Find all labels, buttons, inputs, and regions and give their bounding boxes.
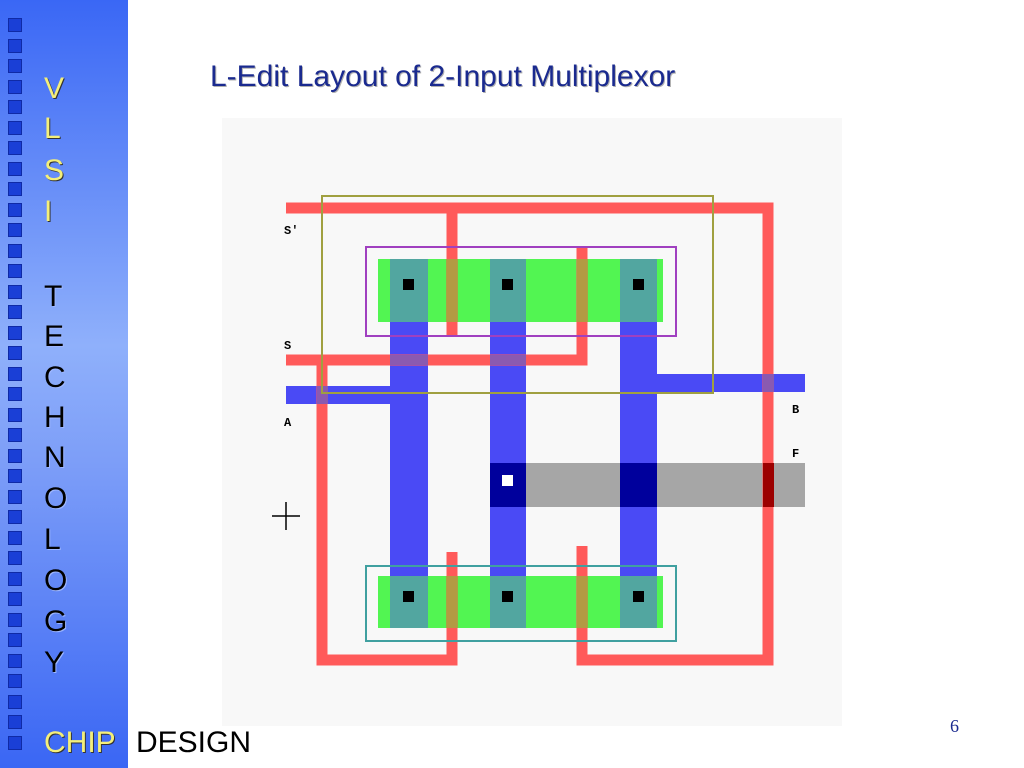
bullet-square — [8, 346, 22, 360]
bullet-square — [8, 571, 22, 586]
bullet-square — [8, 161, 22, 176]
bullet-square — [8, 530, 22, 545]
tech-letter-o: O — [44, 482, 68, 515]
tech-letter-e: E — [44, 320, 65, 353]
metal-input-a — [286, 386, 428, 404]
bullet-square — [8, 18, 22, 32]
tech-letter-o2: O — [44, 564, 68, 597]
tech-letter-n: N — [44, 441, 66, 474]
slide-title: L-Edit Layout of 2-Input Multiplexor — [210, 60, 676, 93]
vlsi-letter-v: V — [44, 72, 65, 105]
poly-metal-cross-1 — [390, 355, 428, 365]
tech-letter-h: H — [44, 401, 66, 434]
bullet-square — [8, 79, 22, 94]
bullet-square — [8, 243, 22, 258]
via-contact — [502, 475, 513, 486]
label-b: B — [792, 403, 799, 417]
bullet-square — [8, 715, 22, 729]
label-f: F — [792, 447, 799, 461]
vlsi-letter-i: I — [44, 195, 53, 228]
bullet-square — [8, 182, 22, 196]
label-s-bar: S' — [284, 224, 298, 238]
tech-letter-c: C — [44, 361, 66, 394]
bullet-square — [8, 264, 22, 278]
bullet-square — [8, 694, 22, 709]
bullet-square — [8, 366, 22, 381]
bullet-square — [8, 387, 22, 401]
vlsi-letter-s: S — [44, 154, 65, 187]
bullet-square — [8, 592, 22, 606]
bullet-square — [8, 735, 22, 750]
bullet-square — [8, 120, 22, 135]
gate-overlap-4 — [577, 576, 588, 628]
bullet-square — [8, 551, 22, 565]
contact-cell-top-middle — [490, 259, 526, 322]
contact-top-right — [633, 279, 644, 290]
contact-bottom-right — [633, 591, 644, 602]
bullet-square — [8, 223, 22, 237]
bullet-square — [8, 305, 22, 319]
bullet-square — [8, 633, 22, 647]
tech-letter-t: T — [44, 280, 63, 313]
label-a: A — [284, 416, 292, 430]
nselect-outline — [365, 565, 677, 642]
via-right — [620, 463, 657, 507]
poly-metal-cross-2 — [490, 355, 526, 365]
sidebar: V L S I T E C H N O L O G Y — [0, 0, 128, 768]
bullet-square — [8, 284, 22, 299]
bullet-square — [8, 141, 22, 155]
bullet-square — [8, 448, 22, 463]
tech-letter-g: G — [44, 605, 68, 638]
bullet-square — [8, 653, 22, 668]
bullet-square — [8, 489, 22, 504]
bullet-square — [8, 407, 22, 422]
bullet-square — [8, 325, 22, 340]
vlsi-letter-l: L — [44, 112, 61, 145]
contact-bottom-left — [403, 591, 414, 602]
crosshair-icon — [272, 502, 300, 530]
contact-top-left — [403, 279, 414, 290]
poly-output-cross — [763, 463, 774, 507]
bullet-square — [8, 469, 22, 483]
contact-cell-top-right — [620, 259, 657, 322]
poly-metal-cross-4 — [763, 374, 774, 392]
footer-chip-text: CHIP — [44, 726, 116, 759]
page-number: 6 — [950, 716, 959, 736]
contact-bottom-middle — [502, 591, 513, 602]
label-s: S — [284, 339, 291, 353]
contact-top-middle — [502, 279, 513, 290]
tech-letter-y: Y — [44, 646, 65, 679]
bullet-square — [8, 202, 22, 217]
nwell-outline — [321, 195, 714, 394]
contact-cell-top-left — [390, 259, 428, 322]
pselect-outline — [365, 246, 677, 337]
bullet-column — [8, 18, 26, 756]
bullet-square — [8, 510, 22, 524]
gate-overlap-3 — [446, 576, 458, 628]
bullet-square — [8, 674, 22, 688]
gate-overlap-2 — [577, 259, 588, 322]
footer-design-text: DESIGN — [136, 726, 252, 759]
gate-overlap-1 — [446, 259, 458, 322]
bullet-square — [8, 100, 22, 114]
bullet-square — [8, 612, 22, 627]
bullet-square — [8, 428, 22, 442]
bullet-square — [8, 38, 22, 53]
bullet-square — [8, 59, 22, 73]
poly-metal-cross-3 — [317, 386, 328, 404]
tech-letter-l: L — [44, 523, 61, 556]
